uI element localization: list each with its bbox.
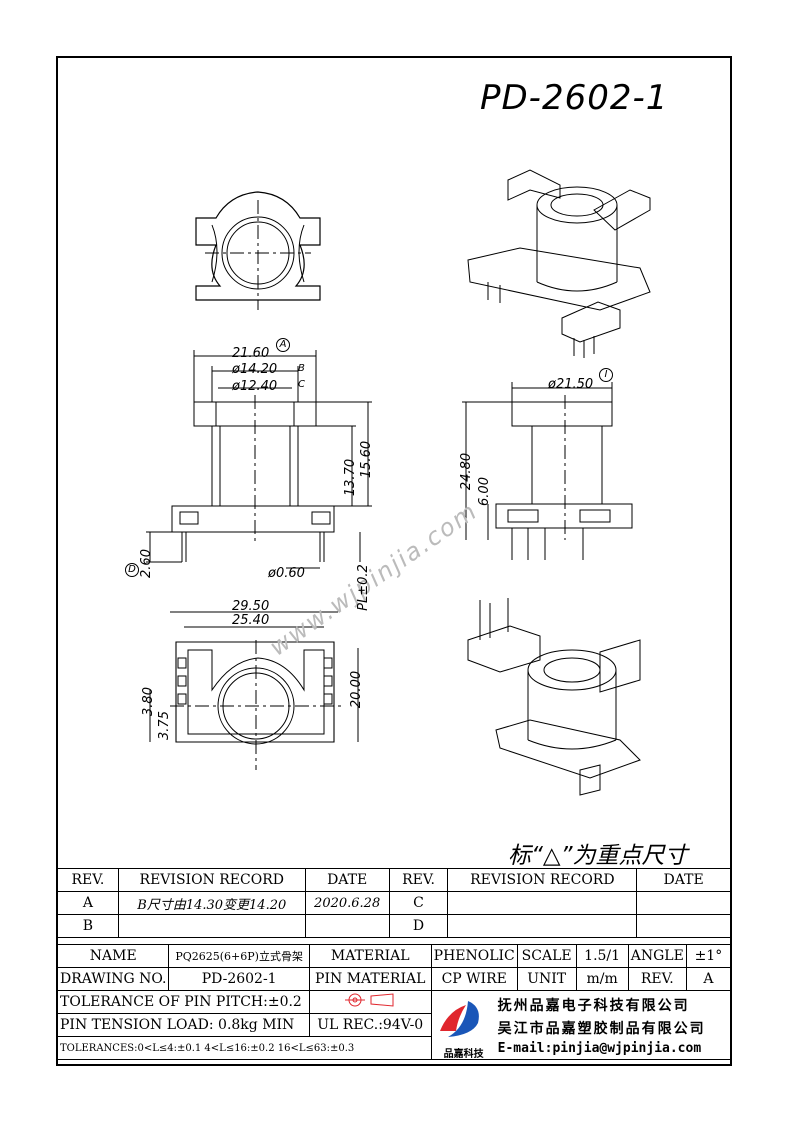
dim-29-50: 29.50 [232, 599, 270, 614]
dim-20-00: 20.00 [349, 670, 365, 709]
marker-b: B [298, 363, 305, 374]
record-header: REVISION RECORD [117, 868, 306, 892]
projection-icon [345, 993, 394, 1007]
bottom-view [149, 611, 359, 770]
isometric-view-bottom [467, 598, 641, 796]
rev-value: A [685, 967, 732, 991]
dim-dia-14-20: ø14.20 [232, 362, 278, 377]
marker-i: I [599, 368, 613, 382]
dim-dia-0-60: ø0.60 [268, 566, 305, 581]
record-a: B尺寸由14.30变更14.20 [117, 891, 306, 915]
material-value: PHENOLIC [430, 944, 518, 968]
isometric-view-top [467, 169, 651, 358]
rev-a: A [57, 891, 119, 915]
front-view [146, 350, 372, 569]
rev-label: REV. [627, 967, 687, 991]
revision-table: REV. REVISION RECORD DATE REV. REVISION … [57, 868, 731, 938]
date-c [636, 891, 731, 915]
company-name-1: 抚州品嘉电子科技有限公司 [497, 998, 690, 1014]
rev-header-2: REV. [388, 868, 449, 892]
record-d [447, 914, 638, 938]
drawing-no-value: PD-2602-1 [168, 967, 310, 991]
company-name-2: 吴江市品嘉塑胶制品有限公司 [497, 1021, 706, 1037]
angle-label: ANGLE [627, 944, 687, 968]
dim-dia-12-40: ø12.40 [232, 379, 278, 394]
dim-2-60: 2.60 [138, 549, 154, 578]
company-logo: 品嘉科技 [438, 997, 490, 1059]
pin-material-label: PIN MATERIAL [308, 967, 432, 991]
dim-3-80: 3.80 [140, 687, 156, 716]
logo-text: 品嘉科技 [443, 1049, 484, 1060]
projection-symbol [308, 990, 432, 1014]
dim-13-70: 13.70 [343, 458, 359, 497]
company-block: 品嘉科技 抚州品嘉电子科技有限公司 吴江市品嘉塑胶制品有限公司 E-mail:p… [430, 990, 732, 1060]
pin-material-value: CP WIRE [430, 967, 518, 991]
name-label: NAME [56, 944, 170, 968]
dim-25-40: 25.40 [232, 613, 270, 628]
dim-pl: PL±0.2 [355, 564, 371, 611]
rev-b: B [57, 914, 119, 938]
rev-c: C [388, 891, 449, 915]
rev-header: REV. [57, 868, 119, 892]
dim-24-80: 24.80 [459, 452, 475, 491]
company-email: E-mail:pinjia@wjpinjia.com [497, 1041, 702, 1056]
marker-a: A [276, 338, 290, 352]
dim-dia-21-50: ø21.50 [548, 377, 594, 392]
record-header-2: REVISION RECORD [447, 868, 638, 892]
date-header-2: DATE [636, 868, 731, 892]
unit-value: m/m [575, 967, 629, 991]
scale-value: 1.5/1 [575, 944, 629, 968]
material-label: MATERIAL [308, 944, 432, 968]
date-b [304, 914, 390, 938]
drawing-frame [56, 56, 732, 1066]
drawing-title: PD-2602-1 [480, 78, 669, 118]
date-a: 2020.6.28 [304, 891, 390, 915]
tolerances: TOLERANCES:0<L≤4:±0.1 4<L≤16:±0.2 16<L≤6… [57, 1036, 432, 1060]
scale-label: SCALE [516, 944, 577, 968]
drawing-no-label: DRAWING NO. [56, 967, 170, 991]
date-d [636, 914, 731, 938]
record-b [117, 914, 306, 938]
marker-d: D [125, 563, 139, 577]
side-view [462, 382, 633, 560]
name-value: PQ2625(6+6P)立式骨架 [168, 944, 310, 968]
pin-tension: PIN TENSION LOAD: 0.8kg MIN [57, 1013, 310, 1037]
dim-15-60: 15.60 [359, 440, 375, 479]
rev-d: D [388, 914, 449, 938]
angle-value: ±1° [685, 944, 732, 968]
unit-label: UNIT [516, 967, 577, 991]
dim-21-60: 21.60 [232, 346, 270, 361]
top-view [195, 191, 321, 310]
dim-3-75: 3.75 [156, 711, 172, 740]
dim-6-00: 6.00 [476, 477, 492, 506]
title-block: NAME PQ2625(6+6P)立式骨架 MATERIAL PHENOLIC … [56, 944, 732, 1060]
pinjia-logo-icon [439, 1001, 479, 1037]
ul-rec: UL REC.:94V-0 [308, 1013, 432, 1037]
date-header: DATE [304, 868, 390, 892]
tolerance-pitch: TOLERANCE OF PIN PITCH:±0.2 [57, 990, 310, 1014]
marker-c: C [298, 379, 305, 390]
record-c [447, 891, 638, 915]
key-dimension-note: 标“△”为重点尺寸 [508, 843, 688, 869]
